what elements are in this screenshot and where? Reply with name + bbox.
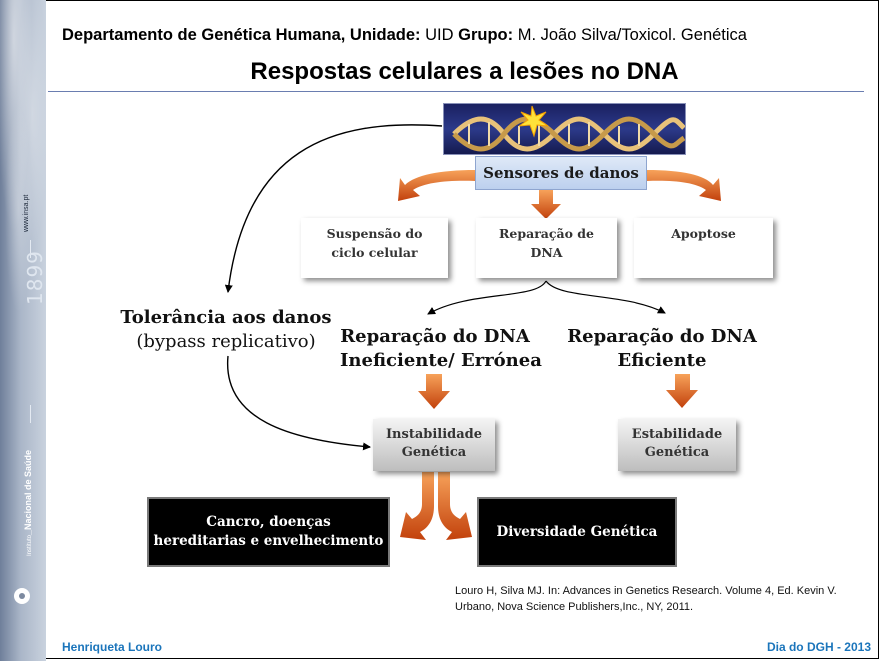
outcome-disease-box: Cancro, doenças hereditarias e envelhecim…	[147, 497, 390, 567]
response-box-dna-repair: Reparação de DNA	[476, 218, 617, 278]
repair-efficient-line2: Eficiente	[617, 350, 707, 371]
repair-efficient-line1: Reparação do DNA	[567, 326, 757, 347]
tolerance-line1: Tolerância aos danos	[120, 307, 332, 328]
orange-arrow-left	[398, 170, 475, 201]
outcome-disease-line1: Cancro, doenças	[206, 514, 331, 530]
orange-arrow-right	[647, 170, 721, 201]
sidebar-divider	[30, 405, 31, 423]
sensor-box: Sensores de danos	[475, 156, 647, 190]
footer-event: Dia do DGH - 2013	[766, 640, 871, 654]
tolerance-line2: (bypass replicativo)	[136, 331, 316, 352]
repair-inefficient-label: Reparação do DNA Ineficiente/ Errónea	[340, 325, 542, 373]
response-repair-line1: Reparação de	[499, 226, 594, 241]
orange-arrow-efficient	[666, 374, 698, 408]
response-cell-cycle-line1: Suspensão do	[326, 226, 423, 241]
repair-inefficient-line1: Reparação do DNA	[340, 326, 530, 347]
sidebar-dna-image	[0, 0, 46, 380]
instability-line2: Genética	[401, 445, 467, 460]
response-box-cell-cycle: Suspensão do ciclo celular	[301, 218, 448, 278]
outcome-diversity-box: Diversidade Genética	[477, 497, 677, 567]
sidebar-banner: www.insa.pt 1899 Instituto_Nacional de S…	[0, 0, 46, 661]
outcome-diversity-label: Diversidade Genética	[496, 523, 658, 540]
repair-split-left-arrow	[427, 280, 547, 315]
repair-inefficient-line2: Ineficiente/ Errónea	[340, 350, 542, 371]
orange-arrow-to-diversity	[438, 472, 472, 540]
insa-logo-icon	[14, 588, 30, 604]
repair-efficient-label: Reparação do DNA Eficiente	[567, 325, 757, 373]
dna-to-tolerance-arrow	[224, 124, 443, 293]
orange-arrow-to-disease	[400, 472, 434, 540]
response-box-apoptosis: Apoptose	[634, 218, 773, 278]
orange-arrow-center	[531, 190, 561, 219]
stability-line2: Genética	[644, 445, 710, 460]
orange-arrow-inefficient	[418, 374, 450, 409]
response-apoptosis-label: Apoptose	[671, 226, 736, 241]
response-repair-line2: DNA	[530, 245, 563, 260]
header-group-value: M. João Silva/Toxicol. Genética	[517, 26, 747, 44]
header-group-label: Grupo:	[458, 26, 514, 44]
instability-line1: Instabilidade	[385, 427, 483, 442]
instability-box: Instabilidade Genética	[373, 419, 495, 471]
repair-split-right-arrow	[545, 280, 666, 314]
outcome-disease-line2: hereditarias e envelhecimento	[153, 533, 384, 549]
stability-line1: Estabilidade	[631, 427, 723, 442]
tolerance-label: Tolerância aos danos (bypass replicativo…	[116, 306, 336, 354]
title-rule	[48, 91, 864, 92]
stability-box: Estabilidade Genética	[618, 419, 736, 471]
reference-citation: Louro H, Silva MJ. In: Advances in Genet…	[455, 585, 837, 613]
header-unit-value: UID	[425, 26, 454, 44]
slide-title: Respostas celulares a lesões no DNA	[250, 58, 679, 85]
footer-author: Henriqueta Louro	[62, 640, 163, 654]
dna-helix-image	[443, 103, 686, 155]
sidebar-divider	[30, 240, 31, 258]
header-department-line: Departamento de Genética Humana, Unidade…	[62, 26, 747, 45]
tolerance-to-instability-arrow	[227, 355, 371, 451]
response-cell-cycle-line2: ciclo celular	[331, 245, 418, 260]
header-dept-label: Departamento de Genética Humana, Unidade…	[62, 26, 421, 44]
